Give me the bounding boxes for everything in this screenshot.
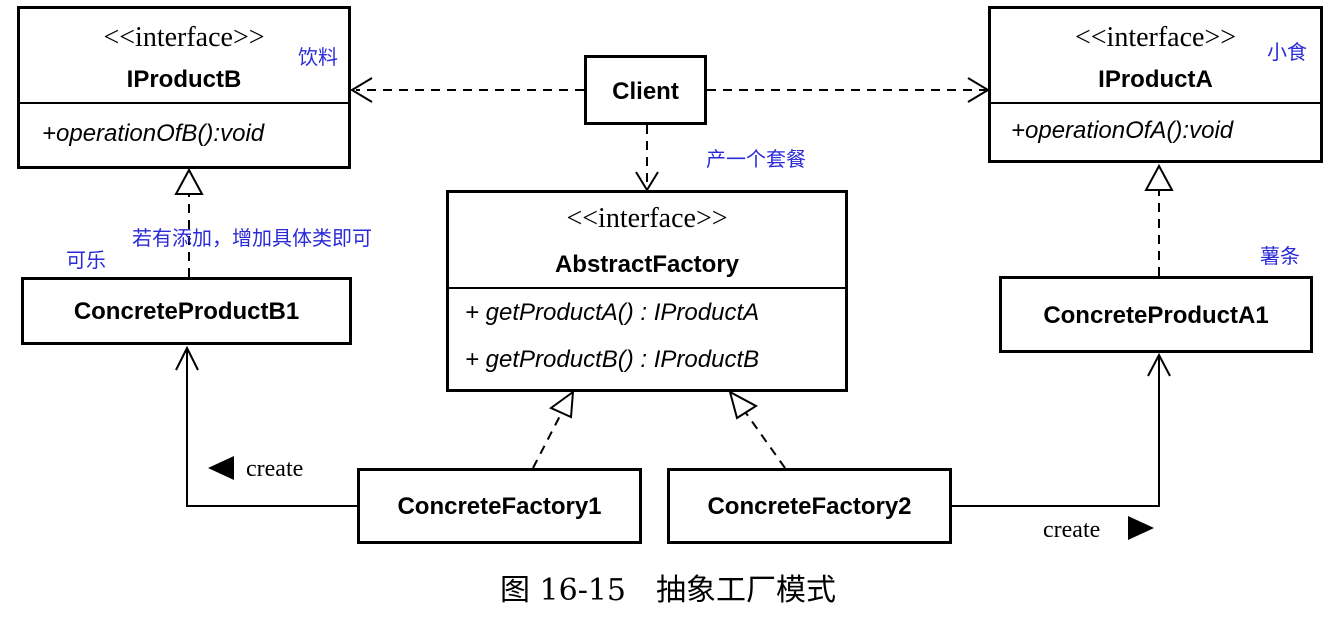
annotation-add-more: 若有添加，增加具体类即可 [132, 226, 372, 250]
iproductb-stereotype: <<interface>> [103, 22, 265, 53]
abstract-factory-operation-b: + getProductB() : IProductB [465, 346, 760, 373]
iproductb-name: IProductB [126, 66, 242, 93]
abstract-factory-separator [449, 287, 845, 289]
concrete-factory-2-box: ConcreteFactory2 [667, 468, 952, 544]
abstract-factory-interface-box: <<interface>> AbstractFactory + getProdu… [446, 190, 848, 392]
create-arrowhead-b1 [175, 345, 199, 371]
create-direction-triangle-left [208, 456, 234, 480]
realization-arrowhead-f2 [728, 390, 758, 420]
iproducta-stereotype: <<interface>> [1074, 22, 1237, 53]
create-label-right: create [1043, 517, 1101, 543]
factory1-creates-b1-line [186, 348, 360, 507]
create-direction-triangle-right [1128, 516, 1154, 540]
concrete-factory-2-name: ConcreteFactory2 [707, 493, 912, 520]
iproductb-separator [20, 102, 348, 104]
annotation-fries: 薯条 [1260, 244, 1300, 268]
dependency-arrowhead-left [350, 77, 373, 103]
concrete-factory-1-box: ConcreteFactory1 [357, 468, 642, 544]
iproducta-name: IProductA [1098, 66, 1213, 93]
abstract-factory-name: AbstractFactory [554, 251, 740, 278]
abstract-factory-stereotype: <<interface>> [566, 203, 728, 234]
create-arrowhead-a1 [1147, 352, 1171, 377]
annotation-cola: 可乐 [66, 248, 106, 272]
client-box: Client [584, 55, 707, 125]
factory1-realization-line [532, 411, 563, 469]
iproductb-interface-box: <<interface>> IProductB +operationOfB():… [17, 6, 351, 169]
factory2-realization-line [745, 412, 786, 469]
iproducta-operation: +operationOfA():void [1011, 117, 1234, 144]
client-name: Client [612, 78, 679, 105]
realization-arrowhead-a [1144, 163, 1174, 191]
concrete-product-a1-box: ConcreteProductA1 [999, 276, 1313, 353]
concrete-product-b1-box: ConcreteProductB1 [21, 277, 352, 345]
iproducta-separator [991, 102, 1320, 104]
annotation-drink: 饮料 [298, 45, 338, 69]
annotation-snack: 小食 [1267, 40, 1307, 64]
concrete-factory-1-name: ConcreteFactory1 [397, 493, 602, 520]
concrete-product-a1-name: ConcreteProductA1 [1043, 302, 1269, 329]
concrete-product-b1-name: ConcreteProductB1 [73, 298, 300, 325]
realization-arrowhead-f1 [549, 389, 575, 419]
create-label-left: create [246, 456, 304, 482]
annotation-combo: 产一个套餐 [706, 147, 806, 171]
realization-arrowhead-b [174, 167, 204, 195]
abstract-factory-operation-a: + getProductA() : IProductA [465, 299, 760, 326]
factory2-creates-a1-line [951, 355, 1160, 507]
iproductb-operation: +operationOfB():void [42, 120, 265, 147]
figure-caption: 图 16-15 抽象工厂模式 [499, 573, 837, 608]
iproducta-interface-box: <<interface>> IProductA +operationOfA():… [988, 6, 1323, 163]
